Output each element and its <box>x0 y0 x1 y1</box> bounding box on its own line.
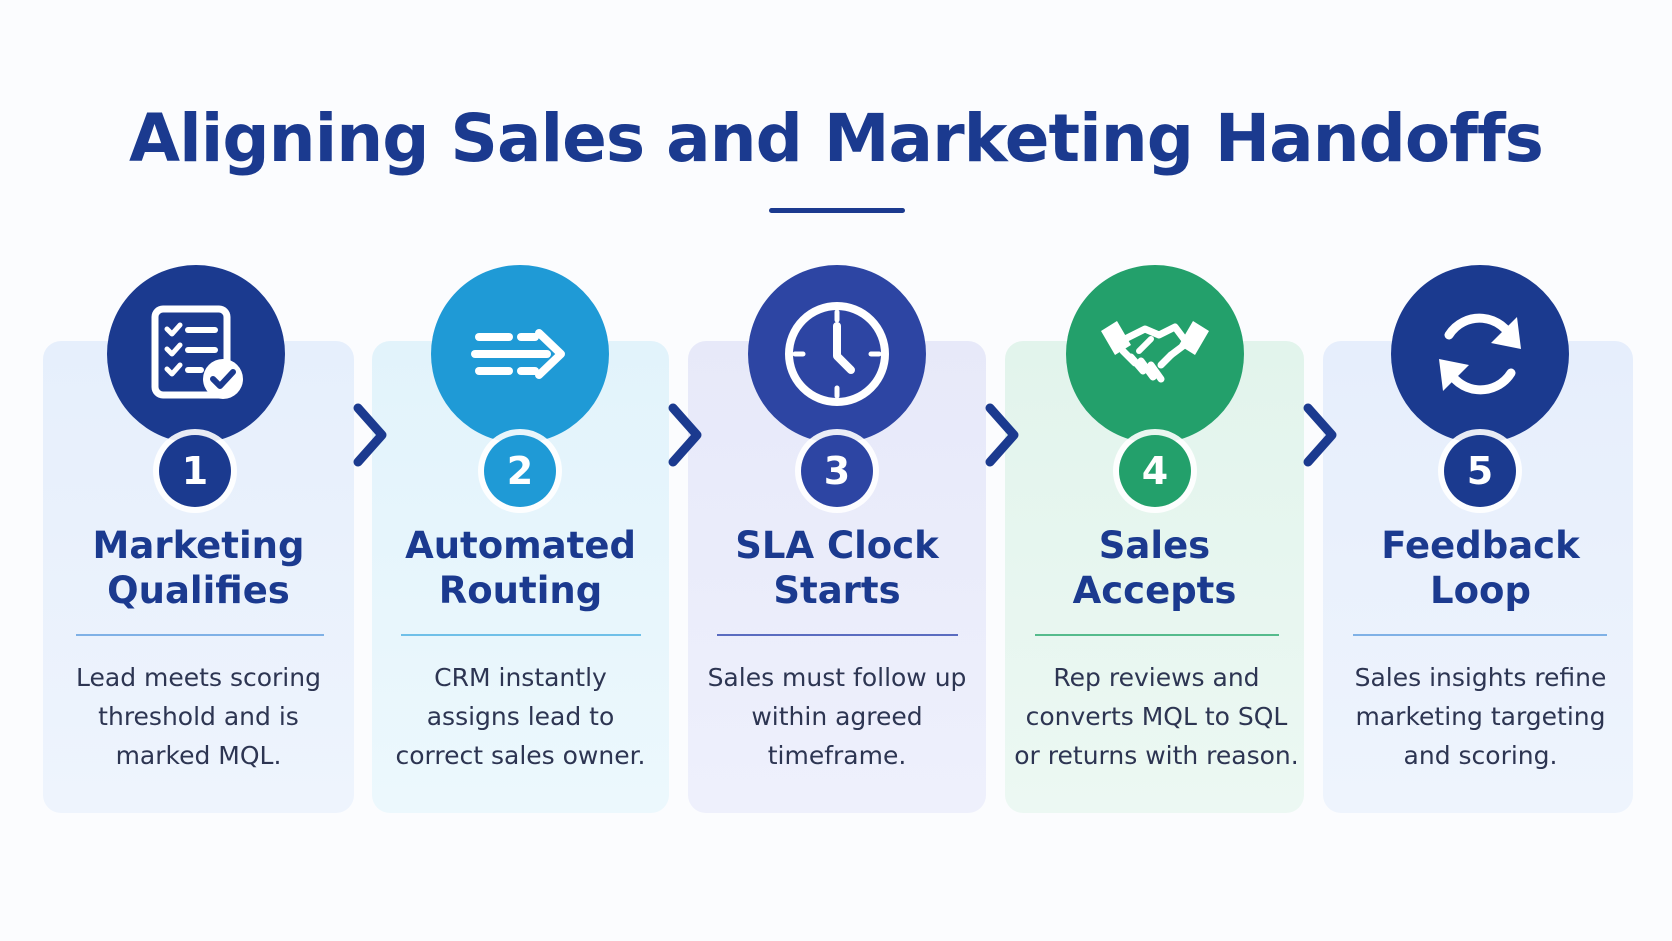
chevron-right-icon <box>353 403 387 467</box>
clock-icon <box>785 302 889 406</box>
chevron-right-icon <box>668 403 702 467</box>
refresh-loop-icon <box>1439 313 1521 395</box>
step-description: Rep reviews and converts MQL to SQL or r… <box>1014 663 1299 770</box>
step-4-icon-circle <box>1066 265 1244 443</box>
step-description: CRM instantly assigns lead to correct sa… <box>395 663 646 770</box>
checklist-icon <box>151 305 243 399</box>
step-title: Feedback Loop <box>1381 524 1580 612</box>
step-1-icon-circle <box>107 265 285 443</box>
step-title: Sales Accepts <box>1072 524 1237 612</box>
step-number-badge: 4 <box>1119 435 1191 507</box>
routing-arrow-icon <box>471 329 565 379</box>
step-title: SLA Clock Starts <box>735 524 939 612</box>
step-number-badge: 2 <box>484 435 556 507</box>
step-number-badge: 1 <box>159 435 231 507</box>
chevron-right-icon <box>985 403 1019 467</box>
step-divider <box>1353 634 1607 636</box>
step-description: Lead meets scoring threshold and is mark… <box>76 663 321 770</box>
title-underline <box>769 208 905 213</box>
handshake-icon <box>1101 321 1209 383</box>
step-title: Marketing Qualifies <box>92 524 305 612</box>
step-description: Sales must follow up within agreed timef… <box>707 663 967 770</box>
step-divider <box>1035 634 1279 636</box>
step-3-icon-circle <box>748 265 926 443</box>
page-title: Aligning Sales and Marketing Handoffs <box>129 100 1544 177</box>
step-2-icon-circle <box>431 265 609 443</box>
step-number-badge: 3 <box>801 435 873 507</box>
step-description: Sales insights refine marketing targetin… <box>1354 663 1607 770</box>
step-number-badge: 5 <box>1444 435 1516 507</box>
step-5-icon-circle <box>1391 265 1569 443</box>
step-divider <box>717 634 958 636</box>
step-divider <box>401 634 641 636</box>
step-divider <box>76 634 324 636</box>
step-title: Automated Routing <box>405 524 636 612</box>
chevron-right-icon <box>1303 403 1337 467</box>
